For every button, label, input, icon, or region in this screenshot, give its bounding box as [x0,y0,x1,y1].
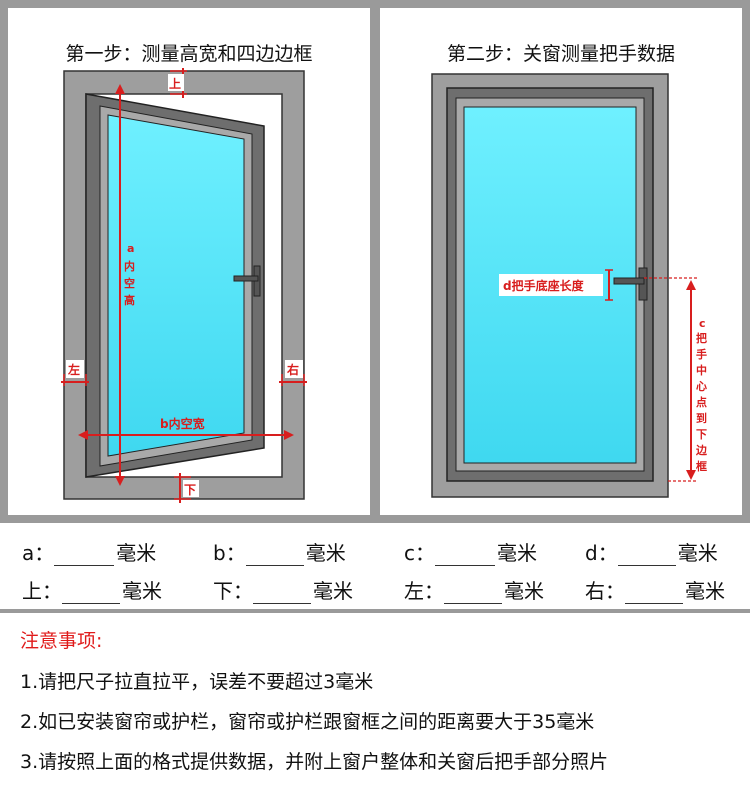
field-left-unit: 毫米 [504,579,544,603]
field-right-blank[interactable] [625,582,683,604]
handle-height-char-6: 到 [696,411,707,425]
left-border-label: 左 [67,362,80,377]
field-left-label: 左： [404,579,444,603]
handle-height-char-4: 心 [696,380,707,393]
handle-height-char-2: 手 [696,347,707,361]
step1-title: 第一步：测量高宽和四边边框 [65,43,313,65]
note-item-2: 2.如已安装窗帘或护栏，窗帘或护栏跟窗框之间的距离要大于35毫米 [20,711,595,733]
note-item-1: 1.请把尺子拉直拉平，误差不要超过3毫米 [20,671,374,693]
field-c-label: c： [404,541,435,565]
field-d-label: d： [585,541,618,565]
note-item-3: 3.请按照上面的格式提供数据，并附上窗户整体和关窗后把手部分照片 [20,751,609,773]
field-d-blank[interactable] [617,544,676,566]
field-b-label: b： [213,541,246,565]
step2-title: 第二步：关窗测量把手数据 [446,43,675,65]
measurement-fields: a： 毫米 b： 毫米 c： 毫米 d： 毫米 上： 毫米 下： 毫米 左： 毫… [0,523,750,609]
field-top-unit: 毫米 [122,579,162,603]
glass-pane [107,114,245,457]
bottom-border-label: 下 [184,483,196,497]
handle-height-char-9: 框 [696,459,707,473]
notes-section: 注意事项: 1.请把尺子拉直拉平，误差不要超过3毫米 2.如已安装窗帘或护栏，窗… [20,626,740,787]
handle-height-char-1: 把 [696,331,707,345]
field-right: 右： 毫米 [585,575,725,604]
step2-diagram: d把手底座长度 c 把 手 中 心 点 到 下 边 框 [431,73,712,498]
section-divider [0,609,750,613]
field-b: b： 毫米 [213,537,346,566]
field-a-blank[interactable] [54,544,115,566]
field-left-blank[interactable] [444,582,502,604]
height-label-letter: a [127,242,134,255]
handle-base-label: d把手底座长度 [503,278,585,293]
height-label-char-3: 高 [124,293,135,307]
height-label-char-2: 空 [124,276,135,290]
field-top: 上： 毫米 [22,575,162,604]
width-label: b内空宽 [160,416,205,431]
field-right-unit: 毫米 [685,579,725,603]
height-label-char-1: 内 [124,259,135,273]
field-top-blank[interactable] [62,582,120,604]
step1-diagram: a 内 空 高 b内空宽 上 下 左 右 [61,68,307,503]
field-a-unit: 毫米 [116,541,157,565]
top-border-label: 上 [169,76,181,91]
field-d: d： 毫米 [585,537,718,566]
field-left: 左： 毫米 [404,575,544,604]
field-a-label: a： [22,541,55,565]
handle-height-char-8: 边 [695,443,708,457]
field-c: c： 毫米 [404,537,537,566]
field-b-unit: 毫米 [305,541,346,565]
handle-height-char-5: 点 [696,395,707,409]
right-border-label: 右 [286,362,299,377]
handle-height-char-3: 中 [696,363,707,377]
handle-lever [233,275,259,282]
field-right-label: 右： [585,579,625,603]
field-bottom: 下： 毫米 [213,575,353,604]
field-a: a： 毫米 [22,537,156,566]
step1-panel: 第一步：测量高宽和四边边框 a 内 空 高 b内空宽 [8,8,370,515]
handle-height-letter: c [699,317,706,330]
field-c-blank[interactable] [435,544,495,566]
field-c-unit: 毫米 [497,541,537,565]
field-b-blank[interactable] [245,544,304,566]
handle-height-char-7: 下 [696,428,707,441]
field-top-label: 上： [22,579,62,603]
step2-panel: 第二步：关窗测量把手数据 d把手底座长度 c 把 手 中 心 [380,8,742,515]
field-bottom-label: 下： [213,579,253,603]
field-bottom-unit: 毫米 [313,579,353,603]
notes-title: 注意事项: [20,630,103,652]
field-d-unit: 毫米 [677,541,718,565]
field-bottom-blank[interactable] [253,582,311,604]
handle-lever [613,277,645,285]
